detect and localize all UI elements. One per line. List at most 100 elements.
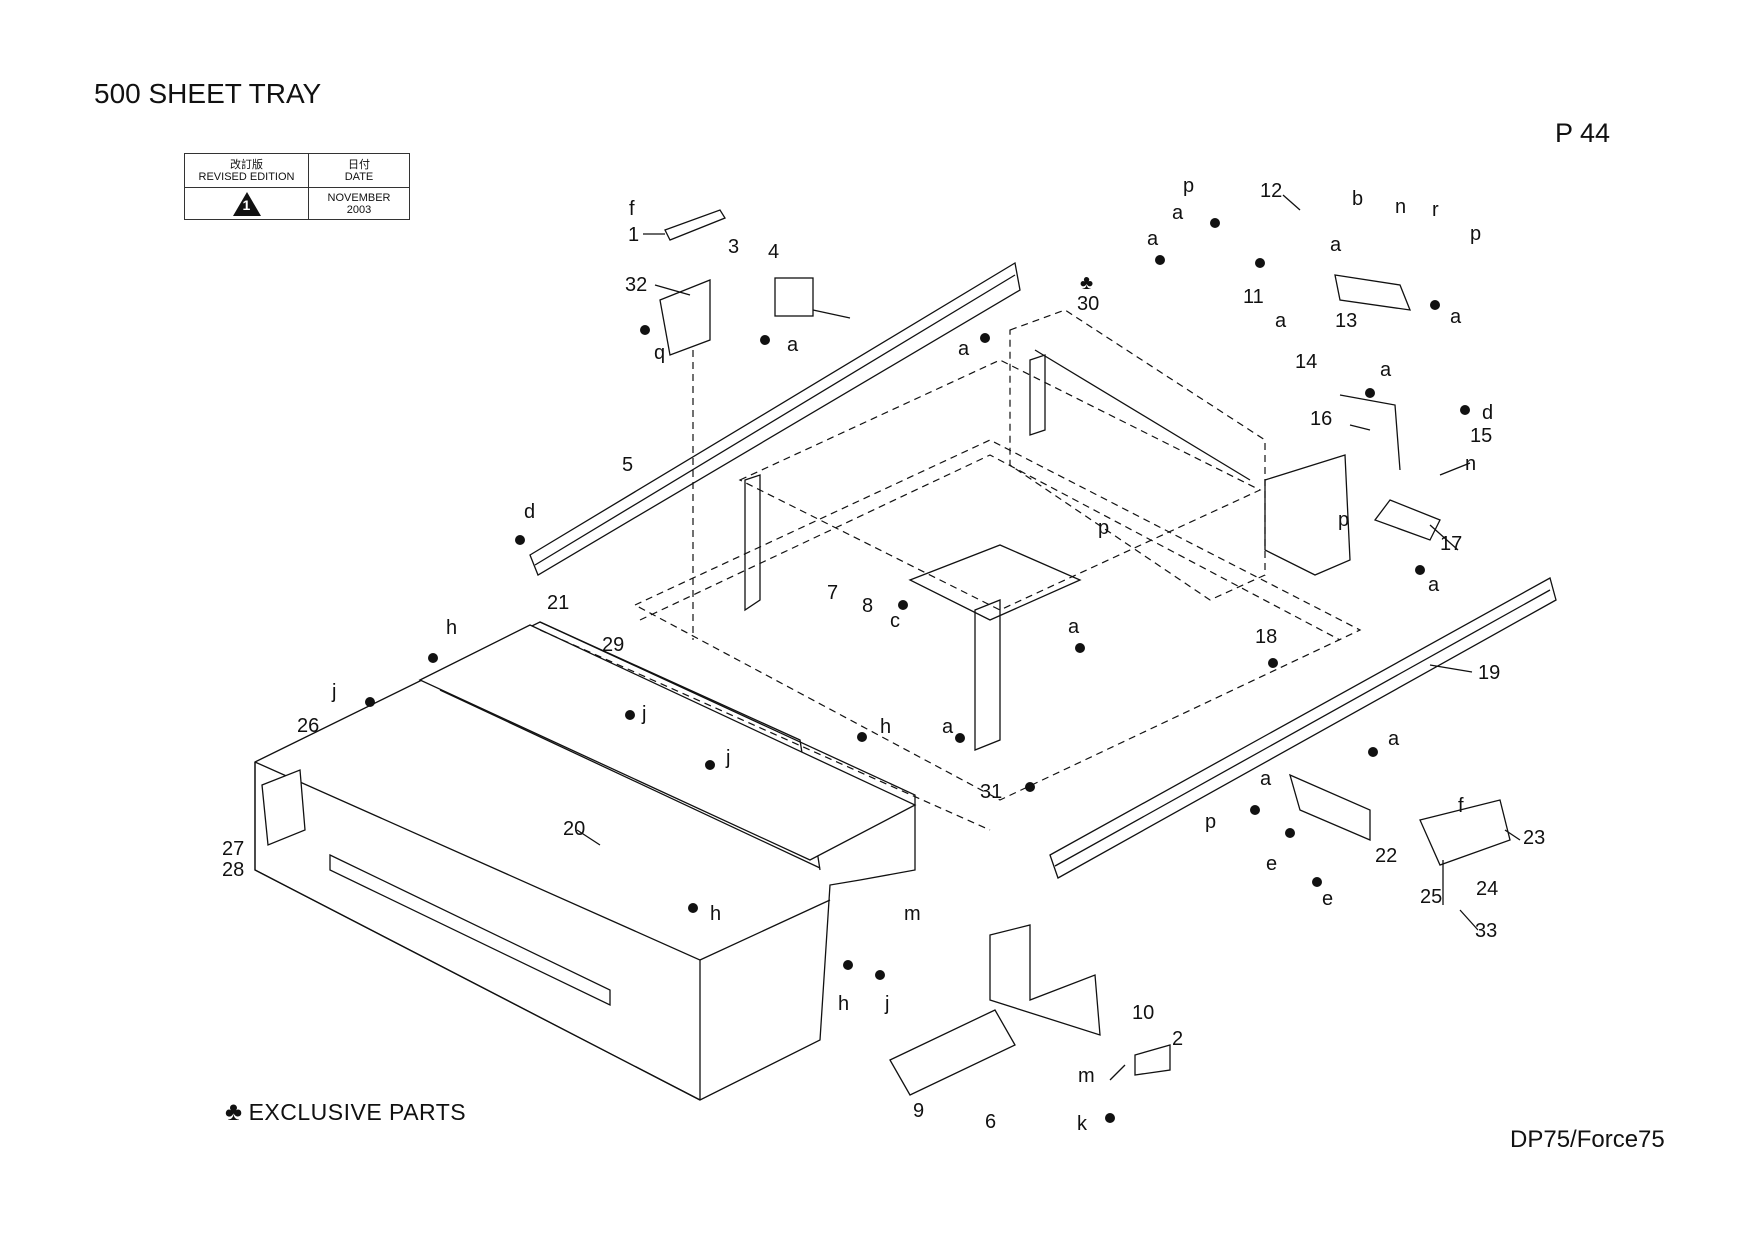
callout-27: 27 bbox=[222, 838, 244, 860]
callout-a-10: a bbox=[1068, 616, 1080, 638]
callout-m-2: m bbox=[1078, 1065, 1095, 1087]
callout-p-3: p bbox=[1338, 509, 1349, 531]
callout-p-4: p bbox=[1098, 517, 1109, 539]
callout-club: ♣ bbox=[1080, 272, 1093, 294]
right-frame-drawing bbox=[1264, 274, 1441, 576]
callout-a-2: a bbox=[958, 338, 970, 360]
callout-4: 4 bbox=[768, 241, 779, 263]
callout-8: 8 bbox=[862, 595, 873, 617]
leader-lines bbox=[576, 194, 1521, 931]
revision-triangle-icon: 1 bbox=[232, 191, 261, 216]
front-rail-drawing bbox=[1049, 577, 1557, 879]
callout-a-1: a bbox=[787, 334, 799, 356]
model-name: DP75/Force75 bbox=[1510, 1126, 1665, 1153]
callout-22: 22 bbox=[1375, 845, 1397, 867]
callout-12: 12 bbox=[1260, 180, 1282, 202]
callout-6: 6 bbox=[985, 1111, 996, 1133]
callout-11: 11 bbox=[1243, 286, 1264, 308]
callout-a-11: a bbox=[942, 716, 954, 738]
callout-18: 18 bbox=[1255, 626, 1277, 648]
callout-a-4: a bbox=[1147, 228, 1159, 250]
callout-3: 3 bbox=[728, 236, 739, 258]
callout-a-13: a bbox=[1260, 768, 1272, 790]
callout-d-1: d bbox=[1482, 402, 1493, 424]
callout-f-top: f bbox=[629, 198, 635, 220]
callout-h-1: h bbox=[446, 617, 457, 639]
callout-13: 13 bbox=[1335, 310, 1357, 332]
callout-29: 29 bbox=[602, 634, 624, 656]
lower-right-bracket-drawing bbox=[1109, 773, 1511, 1081]
callout-2: 2 bbox=[1172, 1028, 1183, 1050]
revised-edition-jp: 改訂版 bbox=[230, 158, 263, 171]
callout-21: 21 bbox=[547, 592, 569, 614]
callout-15: 15 bbox=[1470, 425, 1492, 447]
callout-25: 25 bbox=[1420, 886, 1442, 908]
callout-j-1: j bbox=[331, 681, 336, 703]
callout-30: 30 bbox=[1077, 293, 1099, 315]
callout-d-2: d bbox=[524, 501, 535, 523]
callout-23: 23 bbox=[1523, 827, 1545, 849]
callout-a-8: a bbox=[1380, 359, 1392, 381]
edition-number: 1 bbox=[242, 196, 251, 213]
callout-5: 5 bbox=[622, 454, 633, 476]
revised-edition-en: REVISED EDITION bbox=[198, 170, 295, 183]
callout-a-7: a bbox=[1275, 310, 1287, 332]
callout-f-bottom: f bbox=[1458, 795, 1464, 817]
callout-n-2: n bbox=[1465, 453, 1476, 475]
callout-p-5: p bbox=[1205, 811, 1216, 833]
club-icon: ♣ bbox=[225, 1096, 243, 1126]
callout-j-3: j bbox=[725, 747, 730, 769]
callout-h-3: h bbox=[710, 903, 721, 925]
page-title: 500 SHEET TRAY bbox=[94, 78, 322, 109]
date-header: 日付 DATE bbox=[308, 153, 410, 188]
callout-r: r bbox=[1432, 199, 1439, 221]
callout-20: 20 bbox=[563, 818, 585, 840]
callout-n-1: n bbox=[1395, 196, 1406, 218]
callout-e-1: e bbox=[1266, 853, 1277, 875]
legend-text: EXCLUSIVE PARTS bbox=[248, 1099, 467, 1125]
callout-9: 9 bbox=[913, 1100, 924, 1122]
date-year: 2003 bbox=[346, 203, 372, 216]
lower-bracket-drawing bbox=[889, 924, 1171, 1096]
callout-a-3: a bbox=[1172, 202, 1184, 224]
edition-cell: 1 bbox=[184, 187, 309, 220]
screws bbox=[365, 218, 1470, 1123]
top-frame-drawing bbox=[1009, 309, 1266, 601]
callout-m-1: m bbox=[904, 903, 921, 925]
callout-c: c bbox=[890, 610, 900, 632]
solenoid-bracket-drawing bbox=[659, 209, 851, 640]
callout-a-6: a bbox=[1450, 306, 1462, 328]
callout-32: 32 bbox=[625, 274, 647, 296]
callout-e-2: e bbox=[1322, 888, 1333, 910]
callout-10: 10 bbox=[1132, 1002, 1154, 1024]
callout-k: k bbox=[1077, 1113, 1088, 1135]
date-cell: NOVEMBER 2003 bbox=[308, 187, 410, 220]
page-number: P 44 bbox=[1555, 118, 1611, 148]
exclusive-parts-legend: ♣EXCLUSIVE PARTS bbox=[225, 1096, 466, 1127]
callout-j-4: j bbox=[884, 993, 889, 1015]
base-frame-drawing bbox=[633, 359, 1362, 801]
callout-p-1: p bbox=[1183, 175, 1194, 197]
callout-a-5: a bbox=[1330, 234, 1342, 256]
date-jp: 日付 bbox=[348, 158, 370, 171]
callout-q: q bbox=[654, 342, 665, 364]
callout-7: 7 bbox=[827, 582, 838, 604]
callout-24: 24 bbox=[1476, 878, 1498, 900]
date-en: DATE bbox=[344, 170, 374, 183]
callout-1: 1 bbox=[628, 224, 639, 246]
callout-31: 31 bbox=[980, 781, 1002, 803]
callout-16: 16 bbox=[1310, 408, 1332, 430]
callout-28: 28 bbox=[222, 859, 244, 881]
callout-h-2: h bbox=[880, 716, 891, 738]
callout-labels: 1 2 3 4 5 6 7 8 9 10 11 12 13 14 15 16 1… bbox=[222, 175, 1545, 1135]
callout-a-9: a bbox=[1428, 574, 1440, 596]
callout-19: 19 bbox=[1478, 662, 1500, 684]
callout-26: 26 bbox=[297, 715, 319, 737]
callout-h-4: h bbox=[838, 993, 849, 1015]
callout-33: 33 bbox=[1475, 920, 1497, 942]
callout-j-2: j bbox=[641, 703, 646, 725]
rear-rail-drawing bbox=[529, 261, 1021, 576]
callout-p-2: p bbox=[1470, 223, 1481, 245]
callout-14: 14 bbox=[1295, 351, 1317, 373]
